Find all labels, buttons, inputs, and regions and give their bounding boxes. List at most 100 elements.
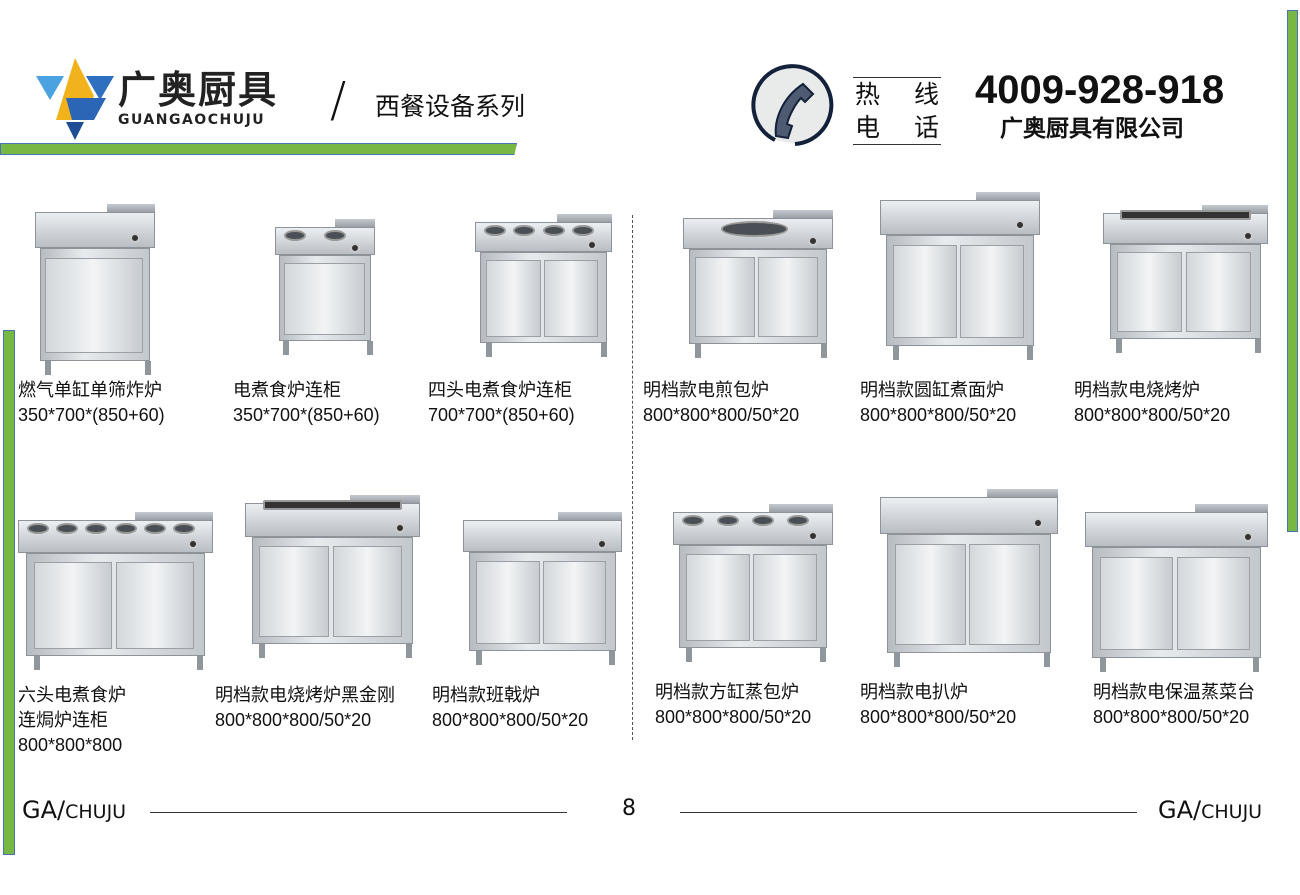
leg-icon xyxy=(367,341,373,355)
burner-icon xyxy=(114,523,137,534)
knob-icon xyxy=(130,232,140,243)
appliance-top xyxy=(880,200,1040,235)
product-name: 明档款圆缸煮面炉 xyxy=(860,380,1004,400)
product-label: 四头电煮食炉连柜 700*700*(850+60) xyxy=(428,378,575,428)
burner-icon xyxy=(284,230,306,241)
appliance-top xyxy=(475,222,612,252)
leg-icon xyxy=(601,343,608,357)
burner-icon xyxy=(85,523,108,534)
footer-brand-right: GA/CHUJU xyxy=(1158,795,1262,827)
knob-icon xyxy=(1033,518,1043,529)
cabinet-door xyxy=(1176,556,1250,651)
left-green-bar xyxy=(3,330,15,855)
burner-icon xyxy=(513,225,536,236)
appliance-top xyxy=(18,520,213,553)
logo-text-cn: 广奥厨具 xyxy=(118,68,279,112)
product-name: 燃气单缸单筛炸炉 xyxy=(18,380,162,400)
knob-icon xyxy=(808,531,818,542)
backsplash-icon xyxy=(558,512,622,522)
leg-icon xyxy=(892,346,899,360)
burner-icon xyxy=(143,523,166,534)
phone-icon xyxy=(751,64,834,146)
product-image xyxy=(880,489,1058,667)
knob-icon xyxy=(597,538,607,549)
product-spec: 800*800*800/50*20 xyxy=(860,707,1017,727)
appliance-top xyxy=(880,497,1058,534)
cabinet-door xyxy=(332,546,403,637)
cabinet-door xyxy=(686,554,751,641)
wok-icon xyxy=(721,221,788,237)
cabinet-door xyxy=(543,260,599,337)
right-green-bar xyxy=(1287,10,1298,532)
cabinet xyxy=(252,537,413,644)
backsplash-icon xyxy=(557,214,612,224)
product-spec: 800*800*800 xyxy=(18,735,123,755)
series-title: 西餐设备系列 xyxy=(375,92,526,121)
burner-icon xyxy=(787,515,809,526)
cabinet-door xyxy=(259,546,330,637)
cabinet-door xyxy=(894,544,966,645)
appliance-top xyxy=(35,212,155,248)
leg-icon xyxy=(1116,339,1123,353)
leg-icon xyxy=(475,651,482,665)
leg-icon xyxy=(821,344,827,358)
knob-icon xyxy=(587,239,597,250)
product-image xyxy=(18,512,213,670)
header-green-line xyxy=(0,143,517,155)
product-image xyxy=(1103,205,1268,353)
burner-icon xyxy=(172,523,195,534)
backsplash-icon xyxy=(986,489,1058,499)
burner-icon xyxy=(571,225,594,236)
cabinet xyxy=(480,252,607,343)
appliance-top xyxy=(683,218,833,249)
cabinet xyxy=(887,534,1051,653)
burner-icon xyxy=(324,230,346,241)
knob-icon xyxy=(1015,220,1025,231)
product-spec: 800*800*800/50*20 xyxy=(860,405,1017,425)
cabinet-door xyxy=(542,560,606,645)
cabinet-door xyxy=(45,257,143,354)
phone-number: 4009-928-918 xyxy=(975,68,1225,112)
burner-icon xyxy=(717,515,739,526)
brand-chuju: CHUJU xyxy=(1201,801,1263,823)
leg-icon xyxy=(406,644,412,658)
logo-text-en: GUANGAOCHUJU xyxy=(118,112,266,128)
cabinet-door xyxy=(1116,252,1183,333)
burner-icon xyxy=(484,225,506,236)
cabinet xyxy=(886,235,1034,346)
product-spec: 800*800*800/50*20 xyxy=(432,710,589,730)
cabinet xyxy=(279,255,371,341)
hotline-char: 话 xyxy=(913,113,939,142)
product-image xyxy=(880,192,1040,360)
product-name: 四头电煮食炉连柜 xyxy=(428,380,572,400)
cabinet xyxy=(679,545,827,648)
appliance-top xyxy=(1103,210,1268,244)
cabinet-door xyxy=(753,554,817,641)
backsplash-icon xyxy=(107,204,155,214)
product-image xyxy=(275,219,375,355)
title-separator: / xyxy=(330,72,347,128)
brand-chuju: CHUJU xyxy=(65,801,127,823)
knob-icon xyxy=(395,522,405,533)
leg-icon xyxy=(197,656,204,670)
brand-ga: GA/ xyxy=(1158,796,1202,824)
backsplash-icon xyxy=(773,210,833,220)
company-name: 广奥厨具有限公司 xyxy=(1000,116,1184,142)
cabinet-door xyxy=(115,562,194,649)
product-name: 六头电煮食炉 xyxy=(18,685,126,705)
product-spec: 700*700*(850+60) xyxy=(428,405,575,425)
product-spec: 350*700*(850+60) xyxy=(233,405,380,425)
cabinet-door xyxy=(893,244,958,339)
hotline-char: 电 xyxy=(855,113,881,142)
backsplash-icon xyxy=(135,512,213,522)
knob-icon xyxy=(188,539,198,550)
leg-icon xyxy=(1254,339,1261,353)
leg-icon xyxy=(685,648,692,662)
product-name: 电煮食炉连柜 xyxy=(233,380,341,400)
product-image xyxy=(245,495,420,658)
